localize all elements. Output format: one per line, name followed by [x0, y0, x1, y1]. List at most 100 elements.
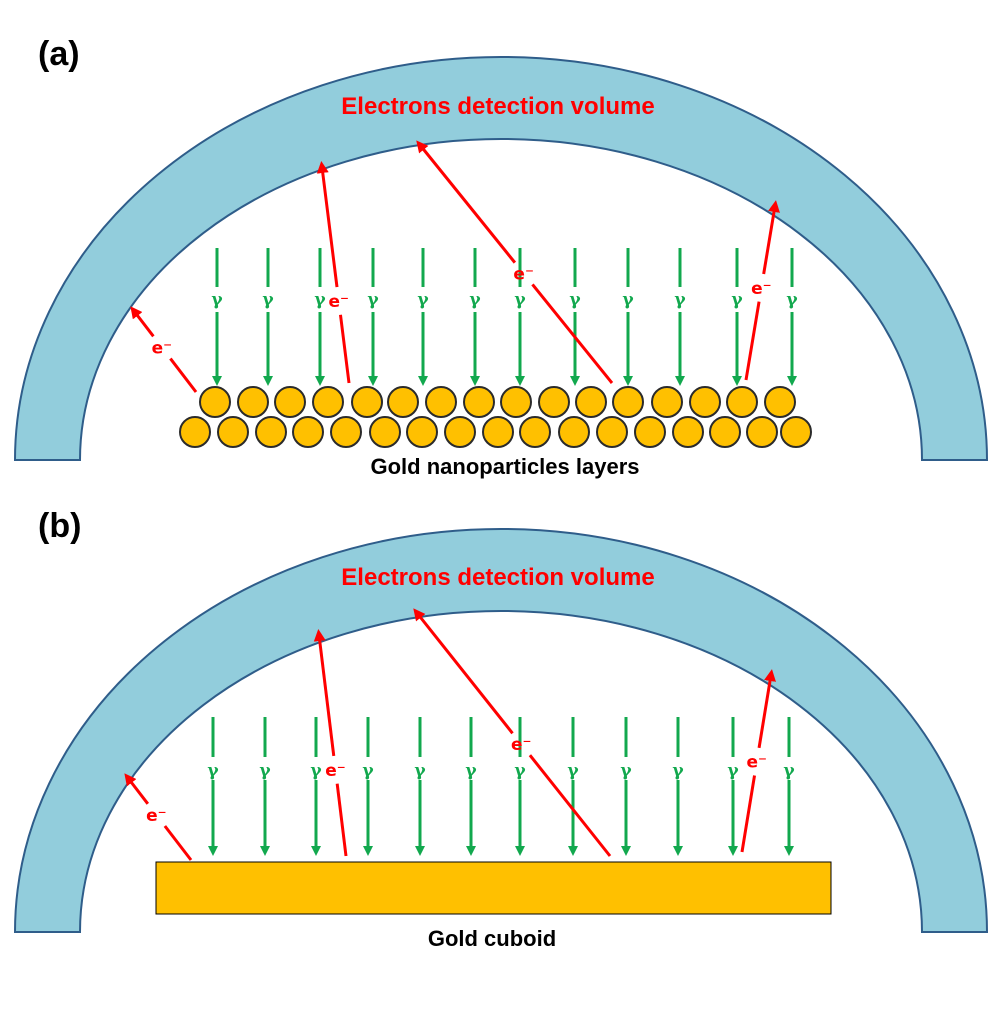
- gold-nanoparticle: [406, 416, 438, 448]
- gold-nanoparticle: [709, 416, 741, 448]
- gamma-symbol: γ: [417, 290, 429, 310]
- electrons-b: e⁻ e⁻ e⁻ e⁻: [124, 608, 776, 861]
- electron-arrow: [313, 629, 336, 757]
- gold-nanoparticle: [689, 386, 721, 418]
- gamma-ray: γ: [786, 248, 798, 386]
- gamma-symbol: γ: [786, 290, 798, 310]
- gamma-symbol: γ: [731, 290, 743, 310]
- target-label-b: Gold cuboid: [428, 926, 556, 951]
- gold-nanoparticle: [780, 416, 812, 448]
- gold-nanoparticle: [425, 386, 457, 418]
- gamma-ray: γ: [259, 717, 271, 856]
- gamma-ray: γ: [262, 248, 274, 386]
- panel-label-b: (b): [38, 507, 81, 545]
- gold-nanoparticle: [500, 386, 532, 418]
- gamma-ray: γ: [567, 717, 579, 856]
- gamma-ray: γ: [414, 717, 426, 856]
- electron-track: e⁻: [744, 200, 780, 381]
- gold-nanoparticle: [444, 416, 476, 448]
- gamma-symbol: γ: [783, 761, 795, 781]
- gamma-ray: γ: [622, 248, 634, 386]
- gold-nanoparticle: [274, 386, 306, 418]
- electron-symbol: e⁻: [513, 265, 534, 285]
- electron-line: [531, 283, 614, 384]
- gamma-symbol: γ: [414, 761, 426, 781]
- gamma-ray: γ: [727, 717, 739, 856]
- volume-label-a: Electrons detection volume: [341, 93, 654, 120]
- gamma-symbol: γ: [367, 290, 379, 310]
- gamma-symbol: γ: [465, 761, 477, 781]
- gamma-symbol: γ: [310, 761, 322, 781]
- electron-line: [335, 783, 348, 857]
- gamma-ray: γ: [367, 248, 379, 386]
- gamma-ray: γ: [569, 248, 581, 386]
- gold-nanoparticle: [764, 386, 796, 418]
- gamma-symbol: γ: [314, 290, 326, 310]
- gamma-symbol: γ: [727, 761, 739, 781]
- gamma-ray: γ: [514, 717, 526, 856]
- electron-track: e⁻: [313, 629, 348, 857]
- electron-arrow: [316, 161, 339, 288]
- gamma-symbol: γ: [514, 290, 526, 310]
- detection-volume-a: [13, 56, 989, 461]
- electron-track: e⁻: [316, 161, 351, 384]
- gold-nanoparticle: [312, 386, 344, 418]
- gamma-symbol: γ: [514, 761, 526, 781]
- gold-nanoparticle: [596, 416, 628, 448]
- gamma-symbol: γ: [262, 290, 274, 310]
- gold-cuboid: [155, 861, 832, 915]
- gold-nanoparticle: [217, 416, 249, 448]
- electron-line: [744, 301, 761, 381]
- electron-arrow: [413, 608, 514, 735]
- gold-nanoparticle: [575, 386, 607, 418]
- electron-symbol: e⁻: [146, 806, 167, 826]
- gamma-ray: γ: [310, 717, 322, 856]
- electron-line: [740, 775, 757, 853]
- gold-nanoparticle: [482, 416, 514, 448]
- gamma-ray: γ: [469, 248, 481, 386]
- gamma-symbol: γ: [211, 290, 223, 310]
- gold-nanoparticle: [237, 386, 269, 418]
- gold-nanoparticle: [672, 416, 704, 448]
- gamma-symbol: γ: [622, 290, 634, 310]
- gold-nanoparticle: [369, 416, 401, 448]
- electron-track: e⁻: [740, 669, 776, 853]
- electron-arrow: [757, 669, 776, 749]
- gold-nanoparticle: [726, 386, 758, 418]
- gold-nanoparticle: [330, 416, 362, 448]
- gamma-ray: γ: [211, 248, 223, 386]
- gold-nanoparticles-layers: [179, 386, 812, 448]
- target-label-a: Gold nanoparticles layers: [371, 454, 640, 479]
- gold-nanoparticle: [612, 386, 644, 418]
- detection-volume-b: [13, 528, 989, 933]
- gold-nanoparticle: [387, 386, 419, 418]
- gold-nanoparticle: [292, 416, 324, 448]
- gold-nanoparticle: [558, 416, 590, 448]
- electron-symbol: e⁻: [511, 735, 532, 755]
- gold-nanoparticle: [519, 416, 551, 448]
- gamma-ray: γ: [314, 248, 326, 386]
- gamma-symbol: γ: [569, 290, 581, 310]
- electron-line: [338, 314, 351, 384]
- gold-nanoparticle: [651, 386, 683, 418]
- gamma-symbol: γ: [620, 761, 632, 781]
- electron-arrow: [762, 200, 780, 275]
- gamma-ray: γ: [674, 248, 686, 386]
- gamma-symbol: γ: [672, 761, 684, 781]
- electron-arrow: [416, 140, 517, 264]
- gamma-ray: γ: [731, 248, 743, 386]
- electron-arrow: [130, 306, 155, 338]
- gold-nanoparticle: [255, 416, 287, 448]
- gold-nanoparticle: [746, 416, 778, 448]
- gamma-symbol: γ: [469, 290, 481, 310]
- panel-label-a: (a): [38, 35, 80, 73]
- panel-a: (a) Electrons detection volume γ γ γ γ γ γ γ γ γ…: [13, 35, 989, 479]
- gold-nanoparticle: [351, 386, 383, 418]
- electron-line: [169, 357, 198, 393]
- gamma-ray: γ: [514, 248, 526, 386]
- gold-nanoparticle: [199, 386, 231, 418]
- electron-arrow: [124, 773, 150, 805]
- gamma-symbol: γ: [259, 761, 271, 781]
